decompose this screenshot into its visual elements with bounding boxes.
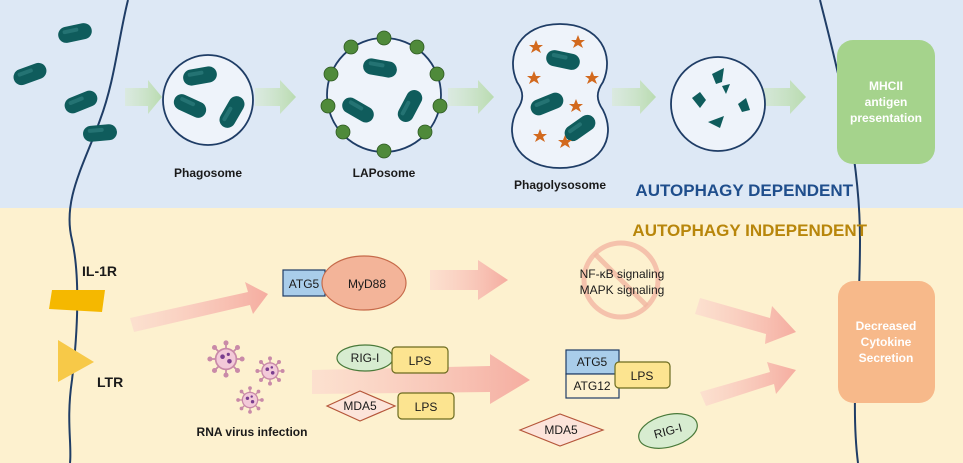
- mda5-label-right: MDA5: [544, 423, 578, 437]
- cytokine-output-box: [838, 281, 935, 403]
- mhcii-line-3: presentation: [850, 111, 922, 125]
- lc3-dots: [320, 30, 448, 159]
- lps-label-2: LPS: [415, 400, 438, 414]
- arrow-virus-to-atg: [312, 354, 530, 404]
- rna-virus-label: RNA virus infection: [197, 425, 308, 439]
- laposome: [320, 30, 448, 159]
- lps-box-1: [391, 346, 449, 374]
- phagosome: [162, 54, 254, 146]
- atg5-box-bottom: [565, 349, 620, 375]
- ltr-label: LTR: [97, 374, 123, 390]
- cytokine-line-2: Cytokine: [861, 335, 912, 349]
- autophagy-independent-panel: [0, 208, 963, 463]
- arrow-to-phagolysosome: [448, 80, 494, 114]
- virus-icon: [235, 385, 265, 415]
- lps-box-3: [614, 361, 671, 389]
- laposome-label: LAPosome: [353, 166, 416, 180]
- left-cell-membrane: [68, 0, 129, 463]
- arrow-signaling-to-output: [695, 298, 796, 344]
- il1r-label: IL-1R: [82, 263, 117, 279]
- il1r-receptor: [49, 290, 105, 312]
- lps-label-3: LPS: [631, 369, 654, 383]
- arrow-to-laposome: [255, 80, 296, 114]
- virus-icon: [206, 339, 246, 379]
- cytokine-line-1: Decreased: [856, 319, 917, 333]
- nfkb-signaling-label: NF-κB signaling: [580, 267, 665, 281]
- rigi-ellipse-right: [638, 413, 698, 449]
- mhcii-output-box: [837, 40, 935, 164]
- atg12-label: ATG12: [573, 379, 610, 393]
- virus-icon: [254, 355, 286, 387]
- arrow-il1r-to-myd88: [130, 282, 268, 332]
- lps-box-2: [397, 392, 455, 420]
- myd88-label: MyD88: [348, 277, 386, 291]
- atg12-box: [565, 373, 620, 399]
- autophagy-dependent-title: AUTOPHAGY DEPENDENT: [635, 181, 853, 200]
- arrow-to-phagosome: [125, 80, 162, 114]
- myd88-ellipse: [321, 255, 407, 311]
- rigi-label-left: RIG-I: [351, 351, 380, 365]
- mapk-signaling-label: MAPK signaling: [580, 283, 665, 297]
- atg5-label-top: ATG5: [289, 277, 320, 291]
- bottom-arrows: [130, 260, 796, 406]
- phagolysosome: [511, 23, 609, 169]
- ltr-receptor: [58, 340, 94, 382]
- phagosome-label: Phagosome: [174, 166, 242, 180]
- prohibited-icon: [581, 240, 661, 320]
- mhcii-line-2: antigen: [865, 95, 908, 109]
- arrow-atg-to-output: [700, 362, 796, 406]
- cytokine-line-3: Secretion: [859, 351, 914, 365]
- autophagy-independent-title: AUTOPHAGY INDEPENDENT: [632, 221, 867, 240]
- arrow-to-degraded: [612, 80, 656, 114]
- degraded-vesicle: [670, 56, 766, 152]
- phagolysosome-label: Phagolysosome: [514, 178, 606, 192]
- arrow-myd88-to-signaling: [430, 260, 508, 300]
- mda5-label-left: MDA5: [343, 399, 377, 413]
- mda5-diamond-left: [325, 390, 397, 422]
- lps-label-1: LPS: [409, 354, 432, 368]
- mda5-diamond-right: [518, 413, 605, 447]
- atg5-label-bottom: ATG5: [577, 355, 608, 369]
- mhcii-line-1: MHCII: [869, 79, 903, 93]
